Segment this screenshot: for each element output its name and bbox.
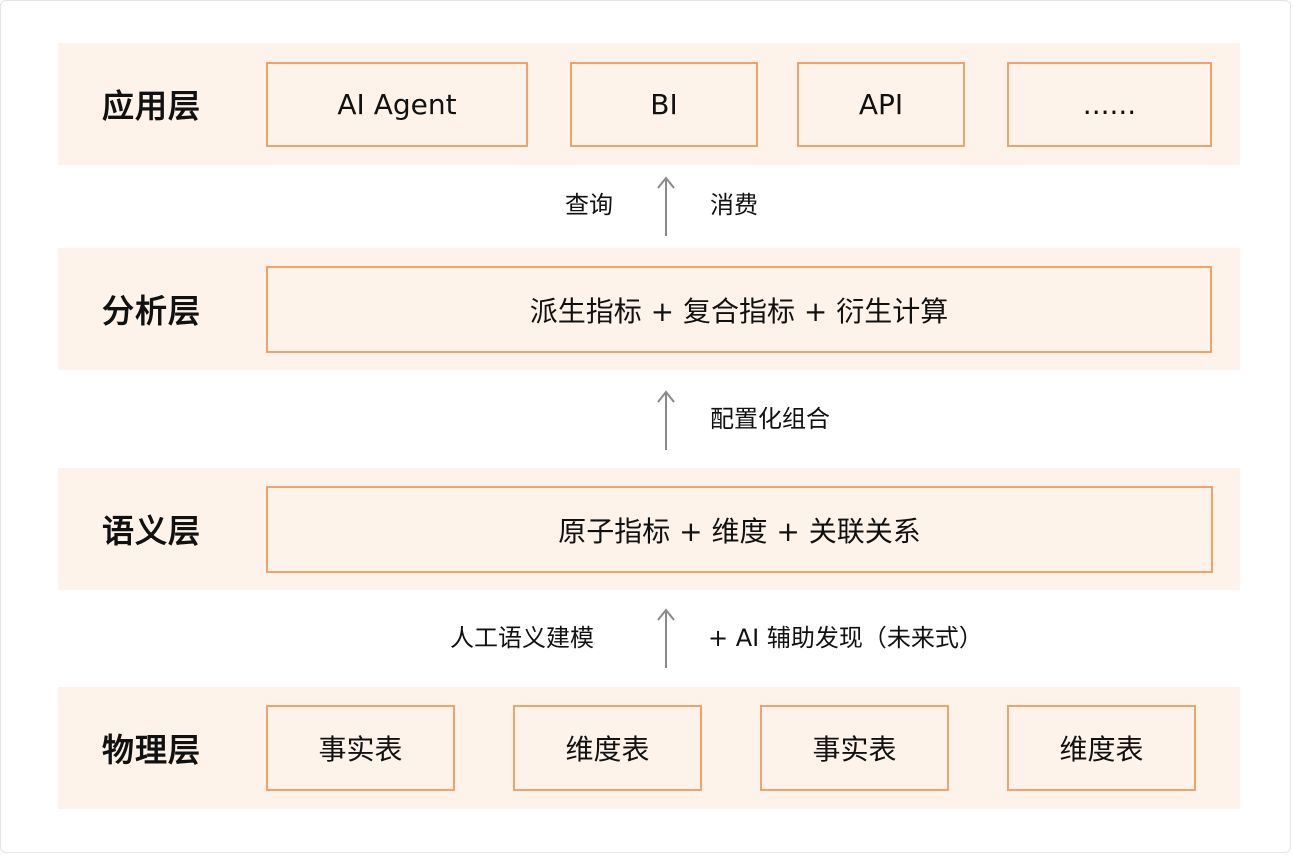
application-item-more: ...... [1007,62,1212,147]
connector-label-ai-discovery: + AI 辅助发现（未来式） [708,624,983,652]
connector-label-query: 查询 [565,191,613,219]
application-item-ai-agent: AI Agent [266,62,528,147]
up-arrow-icon [657,176,675,236]
application-item-api: API [797,62,965,147]
application-layer-title: 应用层 [102,87,202,125]
up-arrow-icon [657,608,675,668]
analysis-layer-content: 派生指标 + 复合指标 + 衍生计算 [266,266,1212,353]
semantic-layer-content: 原子指标 + 维度 + 关联关系 [266,486,1213,573]
physical-item-fact-table: 事实表 [266,705,455,791]
physical-item-dimension-table: 维度表 [513,705,702,791]
application-item-bi: BI [570,62,758,147]
up-arrow-icon [657,390,675,450]
physical-layer-title: 物理层 [102,731,202,769]
analysis-layer-title: 分析层 [102,292,202,330]
semantic-layer-title: 语义层 [102,512,202,550]
physical-item-dimension-table: 维度表 [1007,705,1196,791]
physical-item-fact-table: 事实表 [760,705,949,791]
connector-label-config-combination: 配置化组合 [710,405,830,433]
connector-label-manual-modeling: 人工语义建模 [450,624,594,652]
connector-label-consume: 消费 [710,191,758,219]
